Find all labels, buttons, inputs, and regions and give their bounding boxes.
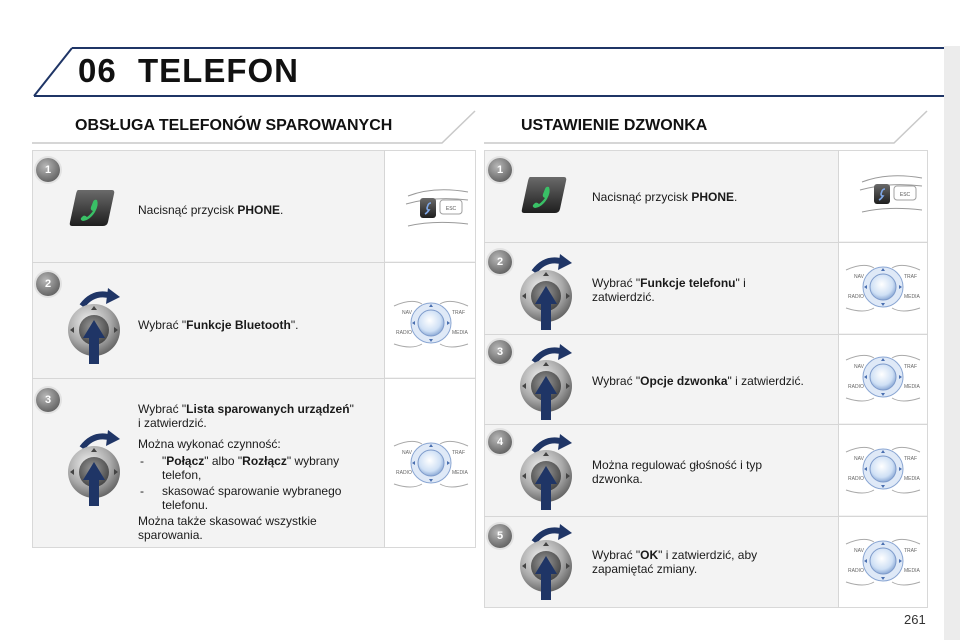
svg-text:TRAF: TRAF <box>904 456 917 462</box>
step-badge: 1 <box>36 158 60 182</box>
step-text: Nacisnąć przycisk PHONE. <box>592 190 738 204</box>
step-badge: 2 <box>36 272 60 296</box>
svg-text:MEDIA: MEDIA <box>904 568 921 574</box>
step-text: dzwonka. <box>592 472 643 486</box>
rotary-knob-icon <box>520 254 572 330</box>
rotary-knob-icon <box>520 434 572 510</box>
chapter-title: TELEFON <box>138 52 299 89</box>
svg-text:RADIO: RADIO <box>848 476 864 482</box>
bullet-text: telefon, <box>162 468 202 482</box>
divider <box>484 242 928 243</box>
chapter-header-frame <box>33 47 954 97</box>
svg-text:MEDIA: MEDIA <box>452 470 469 476</box>
svg-text:TRAF: TRAF <box>904 548 917 554</box>
svg-text:ESC: ESC <box>900 192 911 198</box>
step-text: Wybrać "Opcje dzwonka" i zatwierdzić. <box>592 374 804 388</box>
bullet-text: skasować sparowanie wybranego <box>162 484 342 498</box>
svg-text:NAV: NAV <box>854 274 865 280</box>
divider <box>484 424 928 425</box>
svg-text:NAV: NAV <box>854 364 865 370</box>
left-section-banner <box>32 110 476 144</box>
svg-text:NAV: NAV <box>854 456 865 462</box>
console-panel-icon: NAV TRAF RADIO MEDIA <box>845 354 921 402</box>
step-text: Nacisnąć przycisk PHONE. <box>138 203 284 217</box>
divider <box>32 262 476 263</box>
step-badge: 5 <box>488 524 512 548</box>
page-edge-strip <box>944 46 960 640</box>
svg-text:MEDIA: MEDIA <box>452 330 469 336</box>
svg-text:RADIO: RADIO <box>396 470 412 476</box>
svg-text:RADIO: RADIO <box>396 330 412 336</box>
svg-text:MEDIA: MEDIA <box>904 476 921 482</box>
svg-text:RADIO: RADIO <box>848 568 864 574</box>
svg-text:MEDIA: MEDIA <box>904 384 921 390</box>
bullet-dash: - <box>140 454 144 468</box>
console-panel-icon: NAV TRAF RADIO MEDIA <box>393 440 469 488</box>
divider <box>838 150 839 608</box>
svg-text:NAV: NAV <box>402 450 413 456</box>
svg-text:TRAF: TRAF <box>904 364 917 370</box>
svg-text:NAV: NAV <box>402 310 413 316</box>
step-text: Wybrać "OK" i zatwierdzić, aby <box>592 548 758 562</box>
left-section-title: OBSŁUGA TELEFONÓW SPAROWANYCH <box>75 117 393 134</box>
right-section-title: USTAWIENIE DZWONKA <box>521 117 708 134</box>
step-text: Wybrać "Funkcje Bluetooth". <box>138 318 299 332</box>
console-panel-icon: NAV TRAF RADIO MEDIA <box>845 446 921 494</box>
step-text: Wybrać "Funkcje telefonu" i <box>592 276 746 290</box>
rotary-knob-icon <box>68 288 120 364</box>
phone-button-icon <box>521 177 567 213</box>
step-badge: 4 <box>488 430 512 454</box>
step-text: i zatwierdzić. <box>138 416 207 430</box>
svg-text:MEDIA: MEDIA <box>904 294 921 300</box>
console-panel-icon: NAV TRAF RADIO MEDIA <box>393 300 469 348</box>
right-section-banner <box>484 110 928 144</box>
step-text: zatwierdzić. <box>592 290 655 304</box>
svg-text:ESC: ESC <box>446 206 457 212</box>
page-number: 261 <box>904 612 926 627</box>
bullet-dash: - <box>140 484 144 498</box>
bullet-text: "Połącz" albo "Rozłącz" wybrany <box>162 454 340 468</box>
svg-text:TRAF: TRAF <box>904 274 917 280</box>
chapter-number: 06 <box>78 52 117 89</box>
svg-text:NAV: NAV <box>854 548 865 554</box>
step-badge: 3 <box>36 388 60 412</box>
step-badge: 2 <box>488 250 512 274</box>
step-badge: 1 <box>488 158 512 182</box>
step-badge: 3 <box>488 340 512 364</box>
step-text: zapamiętać zmiany. <box>592 562 698 576</box>
bullet-text: telefonu. <box>162 498 209 512</box>
step-text: Można regulować głośność i typ <box>592 458 763 472</box>
phone-button-icon <box>69 190 115 226</box>
console-panel-icon: ESC <box>405 189 469 227</box>
divider <box>484 334 928 335</box>
step-text: Wybrać "Lista sparowanych urządzeń" <box>138 402 354 416</box>
rotary-knob-icon <box>68 430 120 506</box>
svg-text:RADIO: RADIO <box>848 384 864 390</box>
svg-text:TRAF: TRAF <box>452 450 465 456</box>
step-paragraph: Można wykonać czynność: <box>138 437 281 451</box>
step-paragraph: Można także skasować wszystkie <box>138 514 317 528</box>
svg-text:RADIO: RADIO <box>848 294 864 300</box>
divider <box>32 378 476 379</box>
divider <box>484 516 928 517</box>
console-panel-icon: ESC <box>859 175 923 213</box>
divider <box>384 150 385 548</box>
console-panel-icon: NAV TRAF RADIO MEDIA <box>845 538 921 586</box>
svg-text:TRAF: TRAF <box>452 310 465 316</box>
console-panel-icon: NAV TRAF RADIO MEDIA <box>845 264 921 312</box>
rotary-knob-icon <box>520 524 572 600</box>
step-paragraph: sparowania. <box>138 528 203 542</box>
rotary-knob-icon <box>520 344 572 420</box>
